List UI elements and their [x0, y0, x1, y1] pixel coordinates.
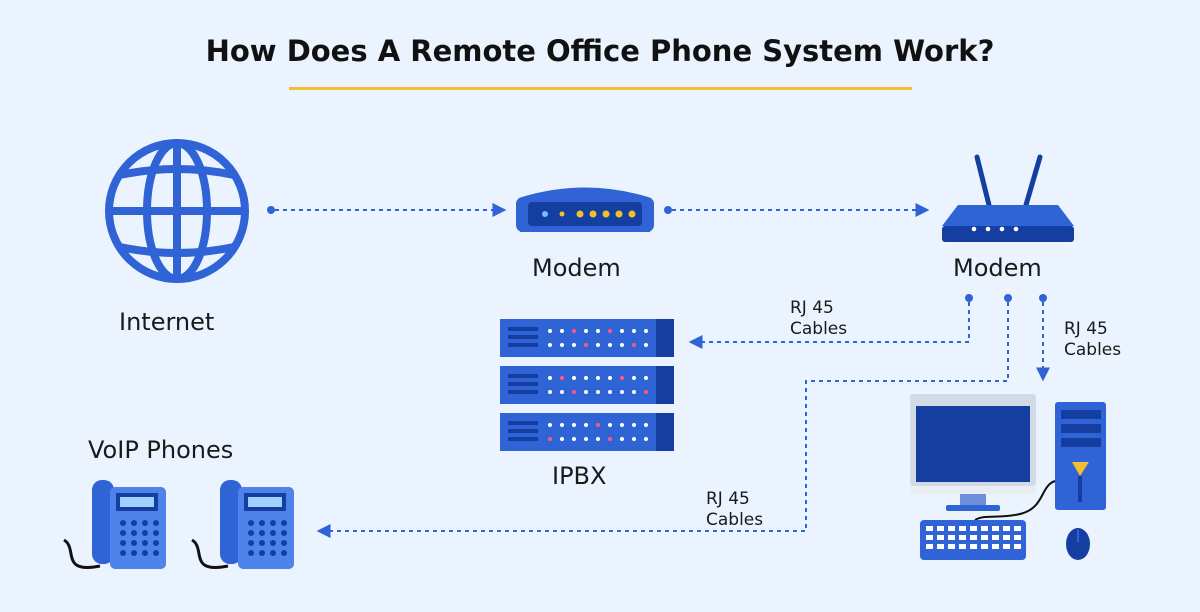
page-title: How Does A Remote Office Phone System Wo…: [205, 34, 995, 68]
globe-icon: [105, 139, 249, 283]
connector-router-computer: [1036, 294, 1050, 382]
title-underline: [289, 87, 912, 90]
edge-label-router-computer: RJ 45 Cables: [1064, 319, 1122, 360]
desktop-computer-icon: [910, 394, 1106, 560]
router-icon: [942, 154, 1074, 242]
edge-label-router-phones: RJ 45 Cables: [706, 489, 764, 530]
connector-router-ipbx: [688, 294, 973, 349]
connector-modem-router: [664, 203, 930, 217]
ipbx-label: IPBX: [552, 462, 607, 490]
connector-router-phones: [316, 294, 1012, 538]
modem-label: Modem: [532, 254, 621, 282]
voip-phones-label: VoIP Phones: [88, 436, 234, 464]
router-label: Modem: [953, 254, 1042, 282]
edge-label-router-ipbx: RJ 45 Cables: [790, 298, 848, 339]
server-rack-icon: [500, 319, 674, 451]
modem-icon: [516, 187, 654, 232]
connector-internet-modem: [267, 203, 507, 217]
internet-label: Internet: [119, 308, 215, 336]
voip-phone-icon: [63, 480, 166, 569]
voip-phone-icon: [191, 480, 294, 569]
